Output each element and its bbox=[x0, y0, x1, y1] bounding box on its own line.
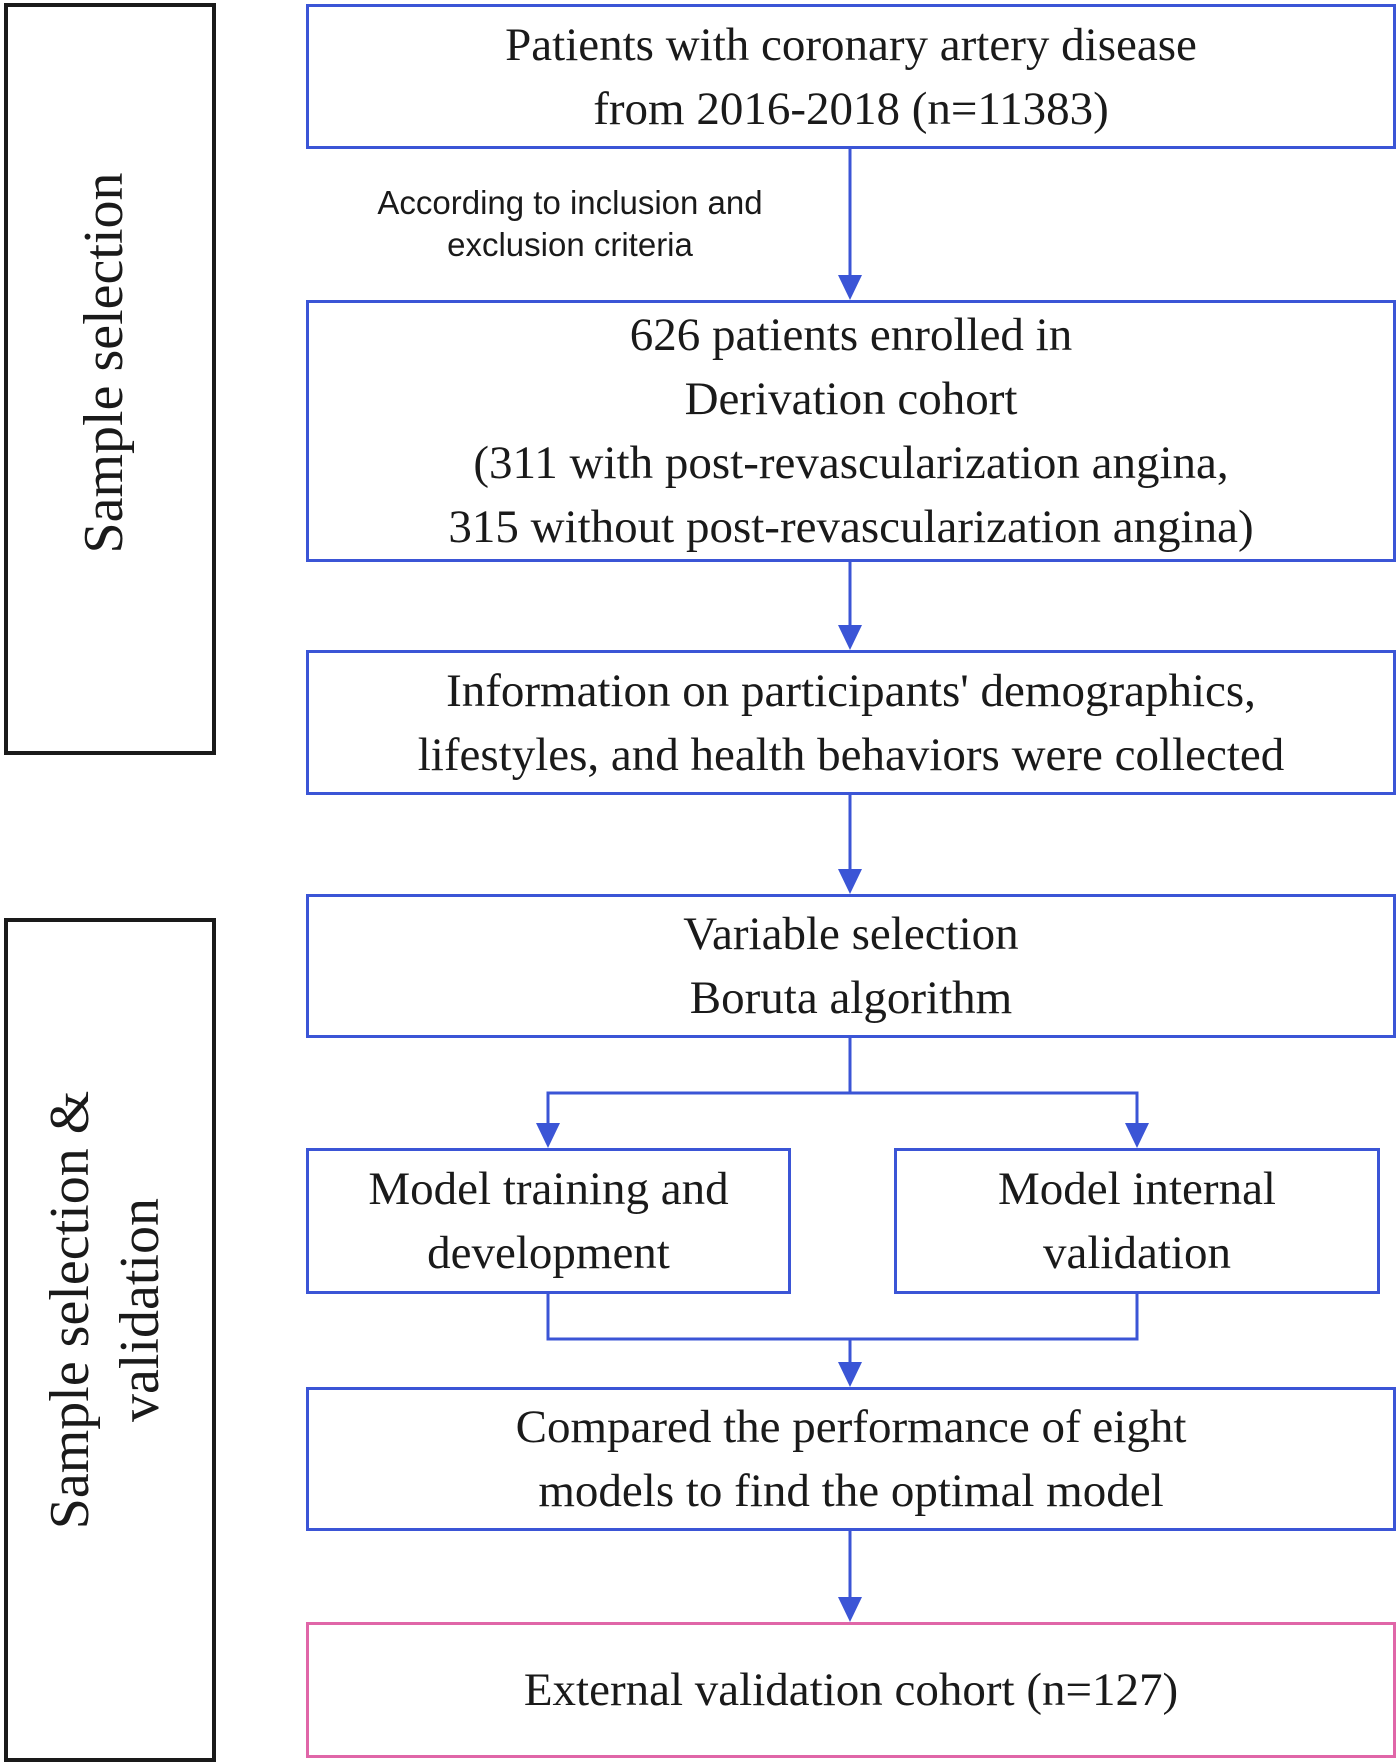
model-training-box: Model training and development bbox=[306, 1148, 791, 1294]
arrowhead-external bbox=[838, 1597, 862, 1622]
arrowhead-training bbox=[536, 1123, 560, 1148]
arrowhead-compared bbox=[838, 1362, 862, 1387]
sample-selection-frame bbox=[4, 3, 216, 755]
branch-variable-to-internal bbox=[850, 1091, 1139, 1130]
internal-validation-box: Model internal validation bbox=[894, 1148, 1380, 1294]
enrolled-box: 626 patients enrolled in Derivation coho… bbox=[306, 300, 1396, 562]
compared-models-box: Compared the performance of eight models… bbox=[306, 1387, 1396, 1531]
arrowhead-variable bbox=[838, 869, 862, 894]
branch-variable-to-models bbox=[546, 1037, 852, 1130]
sample-selection-validation-frame bbox=[4, 918, 216, 1762]
arrowhead-information bbox=[838, 625, 862, 650]
arrowhead-enrolled bbox=[838, 275, 862, 300]
criteria-note: According to inclusion and exclusion cri… bbox=[377, 184, 763, 263]
patients-box: Patients with coronary artery disease fr… bbox=[306, 4, 1396, 149]
arrowhead-internal bbox=[1125, 1123, 1149, 1148]
variable-selection-box: Variable selection Boruta algorithm bbox=[306, 894, 1396, 1038]
merge-models-to-compared bbox=[546, 1293, 1139, 1341]
external-validation-box: External validation cohort (n=127) bbox=[306, 1622, 1396, 1758]
information-box: Information on participants' demographic… bbox=[306, 650, 1396, 795]
